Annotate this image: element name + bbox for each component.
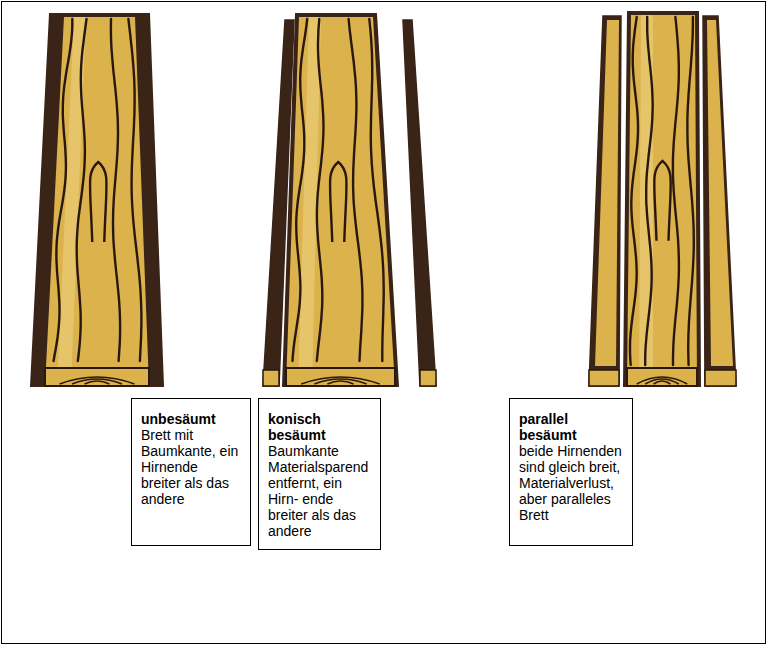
offcut-end <box>263 370 279 386</box>
caption-box: konisch besäumtBaumkante Materialsparend… <box>258 398 381 550</box>
end-grain <box>627 368 697 386</box>
offcut-strip <box>263 20 294 386</box>
caption-box: parallel besäumtbeide Hirnenden sind gle… <box>509 398 633 546</box>
offcut-end <box>420 370 436 386</box>
offcut-end <box>589 370 619 386</box>
bark-edge <box>283 14 398 386</box>
offcut-end <box>705 370 736 386</box>
wood-face <box>286 17 395 386</box>
bark-edge <box>624 12 700 386</box>
offcut-strip <box>703 16 736 386</box>
end-grain <box>286 368 395 386</box>
box-heading: konisch besäumt <box>268 411 370 443</box>
wood-grain <box>54 19 142 361</box>
box-heading: parallel besäumt <box>519 411 622 443</box>
offcut-strip <box>403 20 436 386</box>
box-body: beide Hirnenden sind gleich breit, Mater… <box>519 443 622 523</box>
caption-box: unbesäumtBrett mit Baumkante, ein Hirnen… <box>131 398 251 546</box>
wood-grain <box>293 19 384 361</box>
wood-face <box>627 15 697 386</box>
end-grain <box>45 368 149 386</box>
wood-grain <box>630 17 694 365</box>
offcut-strip <box>589 16 621 386</box>
bark-edge <box>31 14 163 386</box>
box-body: Baumkante Materialsparend entfernt, ein … <box>268 443 370 539</box>
box-body: Brett mit Baumkante, ein Hirnende breite… <box>141 427 240 507</box>
wood-face <box>45 17 149 386</box>
box-heading: unbesäumt <box>141 411 240 427</box>
